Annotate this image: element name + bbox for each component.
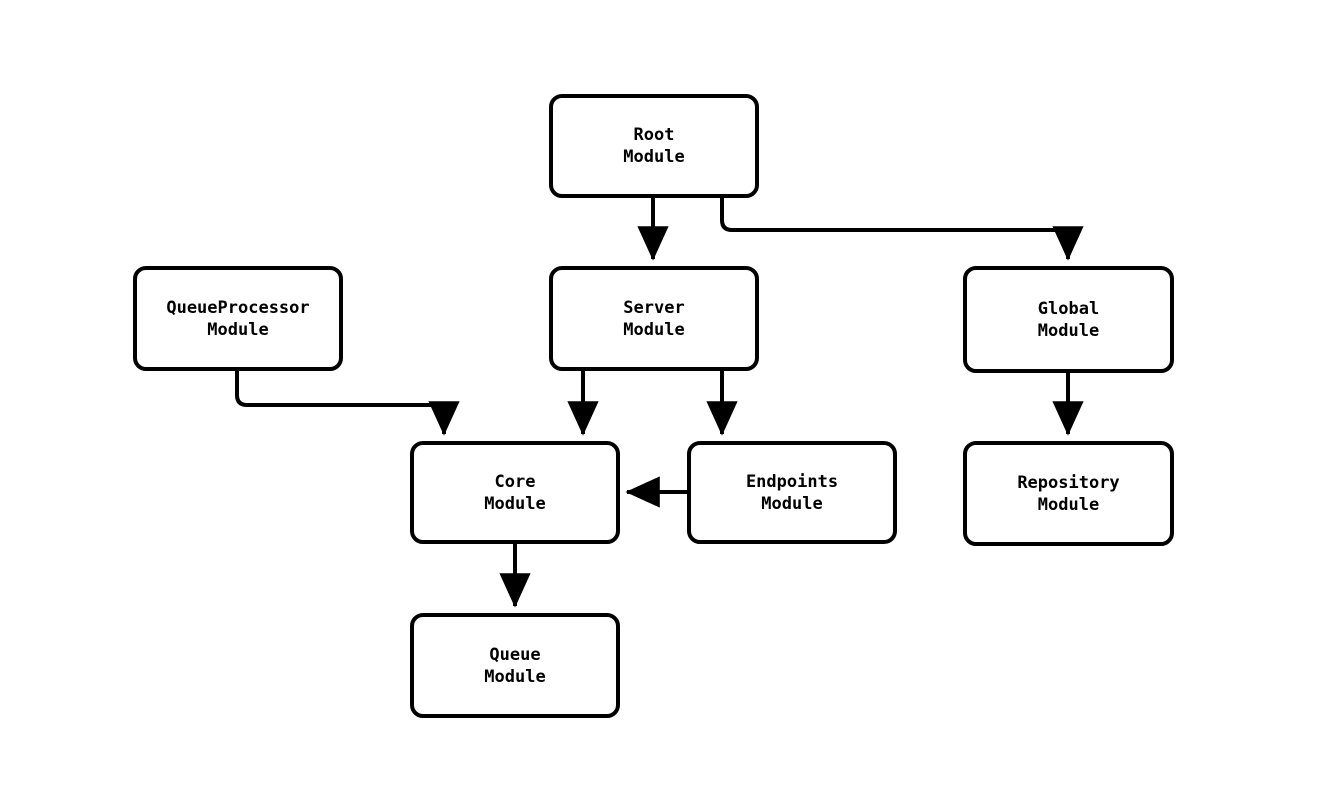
node-core-module-line1: Core — [494, 471, 536, 492]
node-queue-module[interactable]: Queue Module — [410, 613, 620, 718]
node-root-module[interactable]: Root Module — [549, 94, 759, 198]
edge-queueprocessor-to-core — [235, 371, 460, 436]
node-server-module[interactable]: Server Module — [549, 266, 759, 371]
node-endpoints-module-line1: Endpoints — [745, 471, 839, 492]
node-global-module-line2: Module — [1037, 320, 1100, 341]
node-root-module-line1: Root — [633, 125, 675, 145]
node-server-module-line1: Server — [623, 297, 685, 318]
node-repository-module-line2: Module — [1037, 494, 1100, 515]
node-queue-module-line1: Queue — [489, 644, 541, 665]
node-global-module-line1: Global — [1037, 298, 1100, 319]
node-queueprocessor-module-line1: QueueProcessor — [166, 297, 310, 318]
node-repository-module[interactable]: Repository Module — [963, 441, 1174, 546]
edge-root-to-global — [720, 198, 1084, 261]
node-endpoints-module-line2: Module — [761, 493, 823, 514]
node-global-module[interactable]: Global Module — [963, 266, 1174, 373]
node-core-module-line2: Module — [484, 493, 546, 514]
node-endpoints-module[interactable]: Endpoints Module — [687, 441, 897, 544]
node-queueprocessor-module[interactable]: QueueProcessor Module — [133, 266, 343, 371]
node-core-module[interactable]: Core Module — [410, 441, 620, 544]
node-queueprocessor-module-line2: Module — [207, 319, 269, 340]
node-repository-module-line1: Repository — [1017, 472, 1120, 493]
node-root-module-line2: Module — [623, 147, 685, 167]
node-server-module-line2: Module — [623, 319, 685, 340]
node-queue-module-line2: Module — [484, 666, 546, 687]
